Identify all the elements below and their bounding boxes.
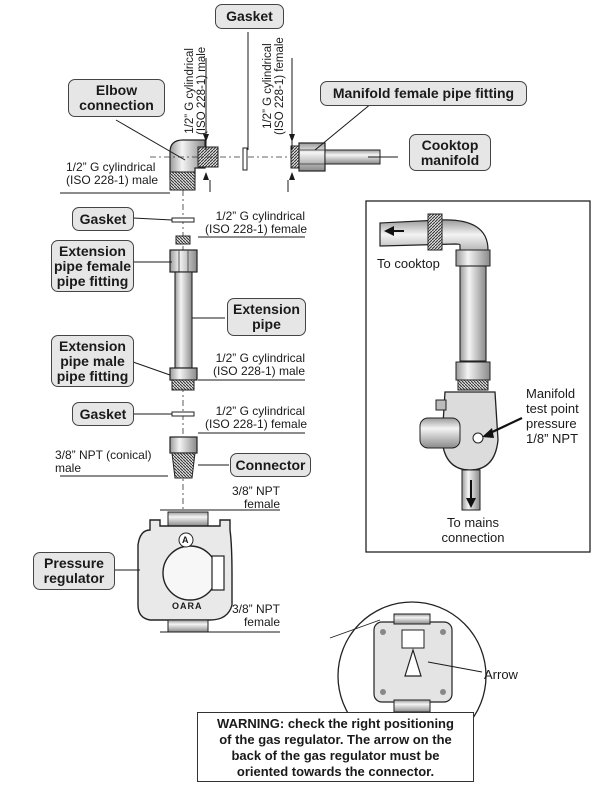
npt-male-spec: 3/8” NPT (conical)male <box>55 448 152 475</box>
to-cooktop-label: To cooktop <box>377 256 440 271</box>
gasket-mid-callout: Gasket <box>72 207 134 231</box>
connector-callout: Connector <box>230 453 311 477</box>
gasket-low-part <box>171 411 195 417</box>
gasket-top-part <box>242 147 248 171</box>
regulator-back-drawing <box>373 613 453 713</box>
extension-female-fitting-part <box>169 235 198 273</box>
vertical-female-label: 1/2” G cylindrical(ISO 228-1) female <box>262 37 286 135</box>
gasket-low-callout: Gasket <box>72 402 134 426</box>
manifold-fitting-part <box>290 142 381 172</box>
connector-part <box>169 436 198 479</box>
regulator-brand: OARA <box>172 601 203 611</box>
regulator-letter: A <box>182 535 189 545</box>
arrow-label: Arrow <box>484 667 518 682</box>
female-spec-c: 1/2” G cylindrical(ISO 228-1) female <box>205 404 308 431</box>
extension-pipe-part <box>174 271 193 369</box>
leader-lines <box>60 32 398 633</box>
warning-box: WARNING: check the right positioning of … <box>197 712 474 782</box>
elbow-male-spec: 1/2” G cylindrical(ISO 228-1) male <box>66 160 159 187</box>
gasket-mid-part <box>171 217 195 223</box>
extension-male-fitting-part <box>169 367 198 391</box>
detail-leader <box>329 619 381 639</box>
vertical-male-label: 1/2” G cylindrical(ISO 228-1) male <box>184 46 208 135</box>
male-spec-b: 1/2” G cylindrical(ISO 228-1) male <box>212 351 305 378</box>
dimension-arrows <box>203 134 295 180</box>
gasket-top-callout: Gasket <box>215 4 284 29</box>
elbow-connection-part <box>169 139 219 191</box>
female-spec-a: 1/2” G cylindrical(ISO 228-1) female <box>205 209 308 236</box>
manifold-fitting-callout: Manifold female pipe fitting <box>320 81 527 106</box>
manifold-detail-drawing <box>379 213 523 511</box>
pressure-regulator-part <box>137 511 233 633</box>
arrow-leader <box>427 661 483 673</box>
